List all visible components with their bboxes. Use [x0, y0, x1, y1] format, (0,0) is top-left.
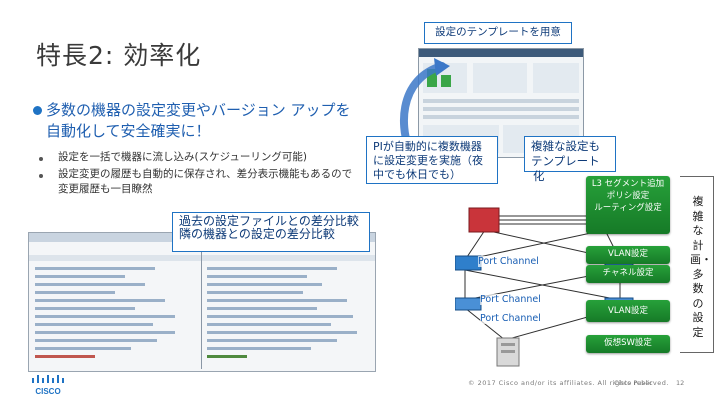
side-vertical-label: 複雑な計画・多数の設定	[690, 195, 712, 339]
footer-classification: Cisco Public	[614, 379, 653, 387]
port-channel-label-1: Port Channel	[478, 256, 539, 267]
badge-l3-segment: L3 セグメント追加 ポリシ設定 ルーティング設定	[586, 176, 670, 234]
sub-bullet-text-2: 設定変更の履歴も自動的に保存され、差分表示機能もあるので変更履歴も一目瞭然	[58, 168, 353, 195]
badge-l3-text: L3 セグメント追加 ポリシ設定 ルーティング設定	[591, 179, 665, 213]
cisco-logo-text: CISCO	[35, 387, 60, 396]
sub-bullet-text-1: 設定を一括で機器に流し込み(スケジューリング可能)	[58, 151, 307, 163]
badge-virtual-switch: 仮想SW設定	[586, 335, 670, 353]
main-bullet-text: 多数の機器の設定変更やバージョン アップを自動化して安全確実に！	[46, 101, 351, 140]
footer-copyright: © 2017 Cisco and/or its affiliates. All …	[468, 379, 669, 387]
badge-channel: チャネル設定	[586, 265, 670, 283]
footer-page-number: 12	[676, 379, 685, 387]
cisco-logo: CISCO	[32, 375, 64, 396]
port-channel-label-2: Port Channel	[480, 294, 541, 305]
page-title: 特長2: 効率化	[36, 41, 202, 70]
callout-template: 設定のテンプレートを用意	[424, 22, 572, 44]
badge-vlan: VLAN設定	[586, 246, 670, 264]
port-channel-label-3: Port Channel	[480, 313, 541, 324]
callout-pi-auto: PIが自動的に複数機器に設定変更を実施（夜中でも休日でも）	[366, 136, 498, 184]
sub-bullet-dot	[39, 174, 43, 178]
access-switch-left	[455, 297, 482, 311]
config-diff-screenshot	[28, 232, 376, 372]
bullet-dot	[33, 106, 42, 115]
sub-bullet-dot	[39, 157, 43, 161]
screenshot-header	[29, 255, 375, 261]
screenshot-divider	[201, 251, 202, 369]
callout-complex-tail: 化	[533, 169, 545, 183]
callout-diff: 過去の設定ファイルとの差分比較 隣の機器との設定の差分比較	[172, 212, 370, 252]
core-switch-left	[468, 207, 500, 233]
callout-diff-text: 過去の設定ファイルとの差分比較 隣の機器との設定の差分比較	[179, 214, 359, 241]
side-bracket	[680, 176, 714, 353]
badge-vlan-2: VLAN設定	[586, 300, 670, 322]
callout-complex-template: 複雑な設定もテンプレート	[524, 136, 616, 172]
